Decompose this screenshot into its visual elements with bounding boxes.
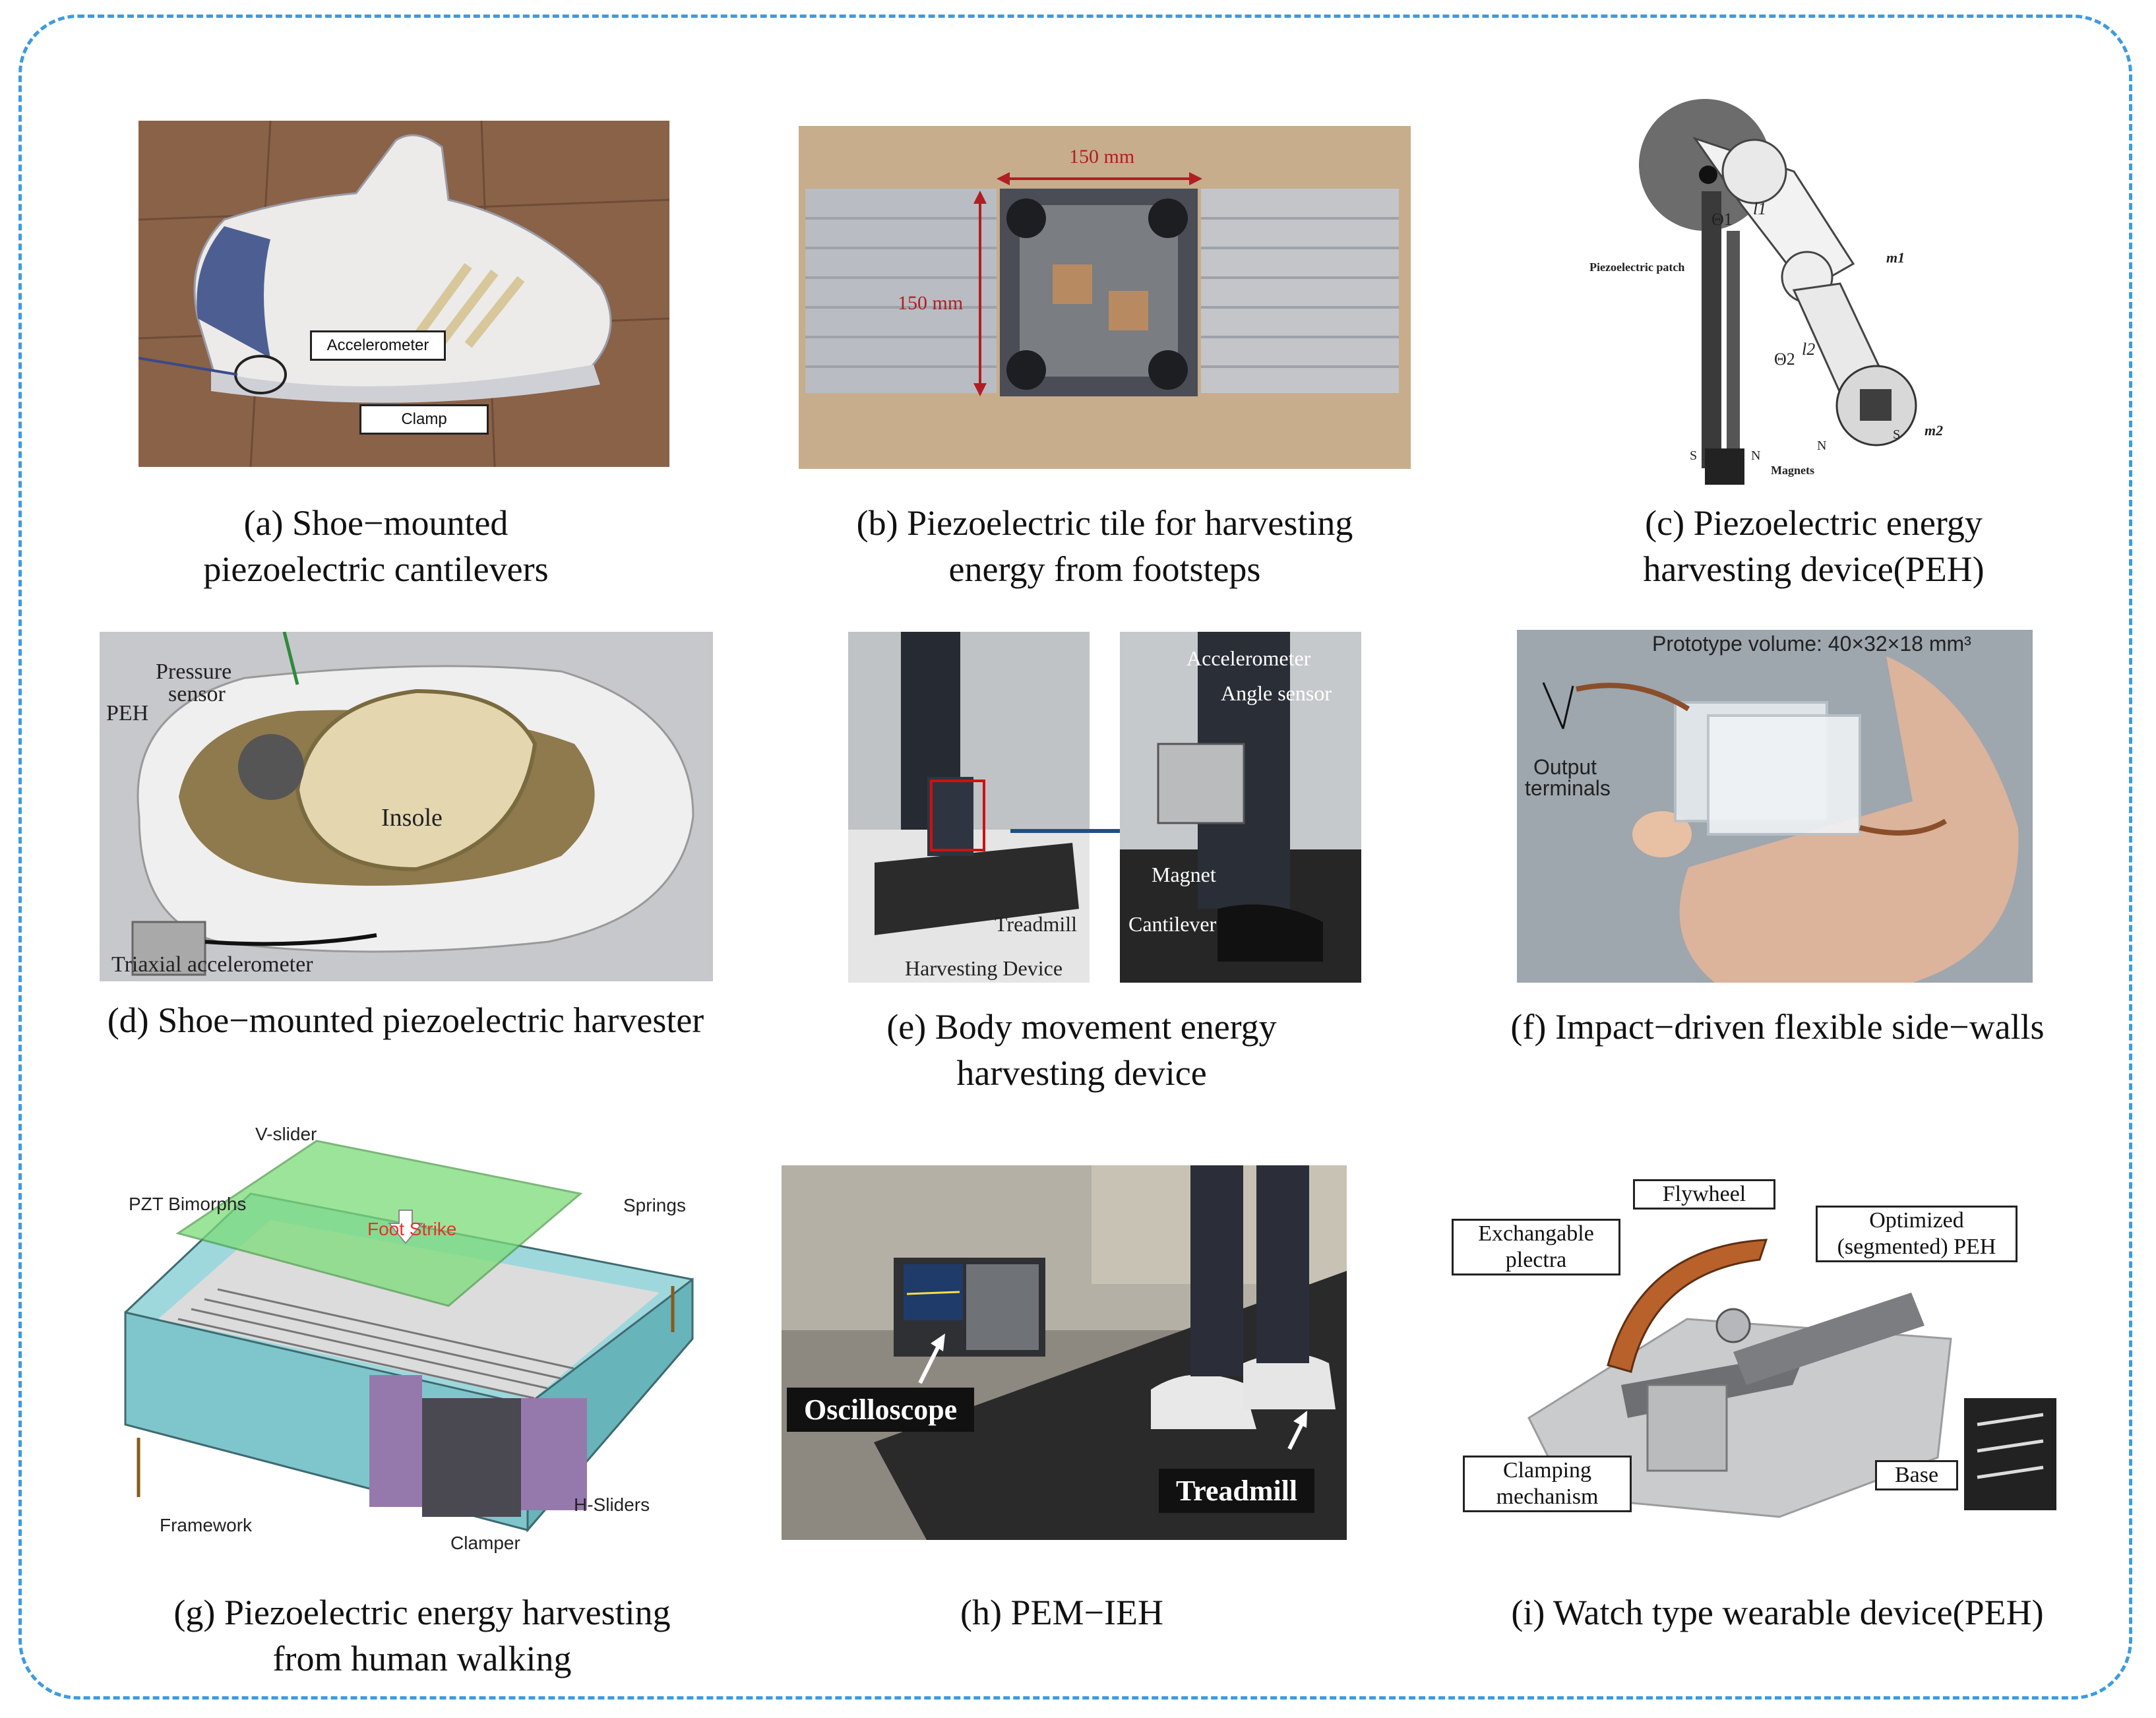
label-width: 150 mm (1069, 146, 1135, 168)
label-foot: Foot Strike (367, 1219, 457, 1239)
label-framework: Framework (160, 1515, 253, 1535)
label-accelerometer-e: Accelerometer (1186, 646, 1311, 670)
label-s2: S (1893, 427, 1901, 442)
label-treadmill-e: Treadmill (995, 912, 1078, 936)
label-treadmill-h: Treadmill (1159, 1469, 1315, 1513)
label-pressure2: sensor (168, 682, 226, 706)
label-oscilloscope: Oscilloscope (787, 1388, 975, 1432)
diagram-peh-device: Piezoelectric patch m1 m2 l1 l2 Θ1 Θ2 Ma… (1576, 92, 1946, 488)
label-magnets: Magnets (1771, 464, 1814, 477)
label-theta1: Θ1 (1711, 210, 1733, 229)
label-l2: l2 (1802, 340, 1816, 359)
label-flywheel: Flywheel (1633, 1179, 1775, 1210)
photo-flexible-sidewalls: Prototype volume: 40×32×18 mm³ Output te… (1517, 630, 2033, 983)
label-clamp: Clamp (359, 404, 489, 435)
label-s1: S (1690, 448, 1698, 463)
label-exch-line1: Exchangable (1478, 1221, 1594, 1246)
photo-body-movement: Accelerometer Angle sensor Magnet Cantil… (848, 632, 1361, 983)
label-triaxial: Triaxial accelerometer (111, 952, 313, 977)
photo-piezo-tile: 150 mm 150 mm (799, 126, 1411, 469)
label-harvesting: Harvesting Device (905, 956, 1063, 980)
label-insole: Insole (381, 804, 443, 832)
label-optimized: Optimized (segmented) PEH (1816, 1206, 2017, 1262)
label-clamping: Clamping mechanism (1463, 1456, 1632, 1512)
caption-f: (f) Impact−driven flexible side−walls (1510, 1007, 2045, 1047)
label-theta2: Θ2 (1774, 350, 1795, 369)
caption-a: (a) Shoe−mounted piezoelectric cantileve… (152, 500, 600, 592)
label-springs: Springs (623, 1195, 686, 1215)
label-flywheel-text: Flywheel (1662, 1182, 1746, 1206)
photo-shoe-cantilevers: Accelerometer Clamp (139, 121, 669, 467)
label-cantilever: Cantilever (1128, 912, 1217, 936)
label-pzt: PZT Bimorphs (129, 1194, 247, 1214)
label-n2: N (1817, 439, 1827, 453)
caption-e: (e) Body movement energy harvesting devi… (811, 1004, 1352, 1096)
photo-shoe-harvester: Pressure sensor PEH Insole Triaxial acce… (100, 632, 713, 981)
caption-g-line1: (g) Piezoelectric energy harvesting (173, 1593, 671, 1632)
caption-a-line1: (a) Shoe−mounted (243, 503, 508, 543)
label-height: 150 mm (898, 292, 964, 314)
label-opt-line1: Optimized (1869, 1208, 1964, 1233)
label-vslider: V-slider (255, 1124, 317, 1144)
label-l1: l1 (1753, 199, 1767, 218)
label-clamper: Clamper (450, 1533, 520, 1553)
caption-b: (b) Piezoelectric tile for harvesting en… (778, 500, 1431, 592)
label-clamp-line1: Clamping (1502, 1458, 1592, 1483)
label-opt-line2: (segmented) PEH (1837, 1235, 1996, 1259)
label-angle: Angle sensor (1221, 681, 1332, 705)
label-output2: terminals (1525, 776, 1611, 800)
label-exch-line2: plectra (1505, 1248, 1567, 1272)
label-output1: Output (1533, 755, 1597, 779)
caption-e-line1: (e) Body movement energy (886, 1007, 1277, 1047)
label-pressure1: Pressure (156, 660, 232, 684)
caption-d: (d) Shoe−mounted piezoelectric harvester (107, 1000, 704, 1040)
label-magnet: Magnet (1152, 863, 1216, 886)
label-m2: m2 (1925, 422, 1944, 439)
label-base: Base (1875, 1460, 1958, 1490)
label-base-text: Base (1894, 1463, 1939, 1487)
caption-g-line2: from human walking (272, 1639, 572, 1678)
caption-g: (g) Piezoelectric energy harvesting from… (125, 1589, 719, 1682)
caption-c-line1: (c) Piezoelectric energy (1645, 503, 1983, 543)
diagram-watch-device: Flywheel Exchangable plectra Optimized (… (1450, 1167, 2063, 1543)
figure-frame (18, 15, 2132, 1700)
caption-e-line2: harvesting device (956, 1053, 1207, 1093)
label-hsliders: H-Sliders (574, 1494, 650, 1515)
caption-c-line2: harvesting device(PEH) (1643, 549, 1985, 589)
caption-h: (h) PEM−IEH (960, 1593, 1163, 1632)
label-accelerometer: Accelerometer (310, 330, 446, 361)
label-clamp-line2: mechanism (1496, 1485, 1599, 1509)
label-peh: PEH (106, 701, 149, 725)
photo-pem-ieh: Oscilloscope Treadmill (782, 1165, 1347, 1540)
label-volume: Prototype volume: 40×32×18 mm³ (1652, 632, 1971, 656)
caption-b-line1: (b) Piezoelectric tile for harvesting (856, 503, 1353, 543)
caption-b-line2: energy from footsteps (948, 549, 1261, 589)
caption-i: (i) Watch type wearable device(PEH) (1511, 1593, 2044, 1632)
caption-a-line2: piezoelectric cantilevers (203, 549, 549, 589)
label-exchangable: Exchangable plectra (1452, 1219, 1620, 1275)
diagram-walking-harvester: V-slider PZT Bimorphs Springs Foot Strik… (119, 1121, 712, 1563)
label-n1: N (1751, 448, 1761, 463)
label-m1: m1 (1886, 249, 1905, 266)
caption-c: (c) Piezoelectric energy harvesting devi… (1570, 500, 2058, 592)
label-patch: Piezoelectric patch (1589, 261, 1685, 274)
